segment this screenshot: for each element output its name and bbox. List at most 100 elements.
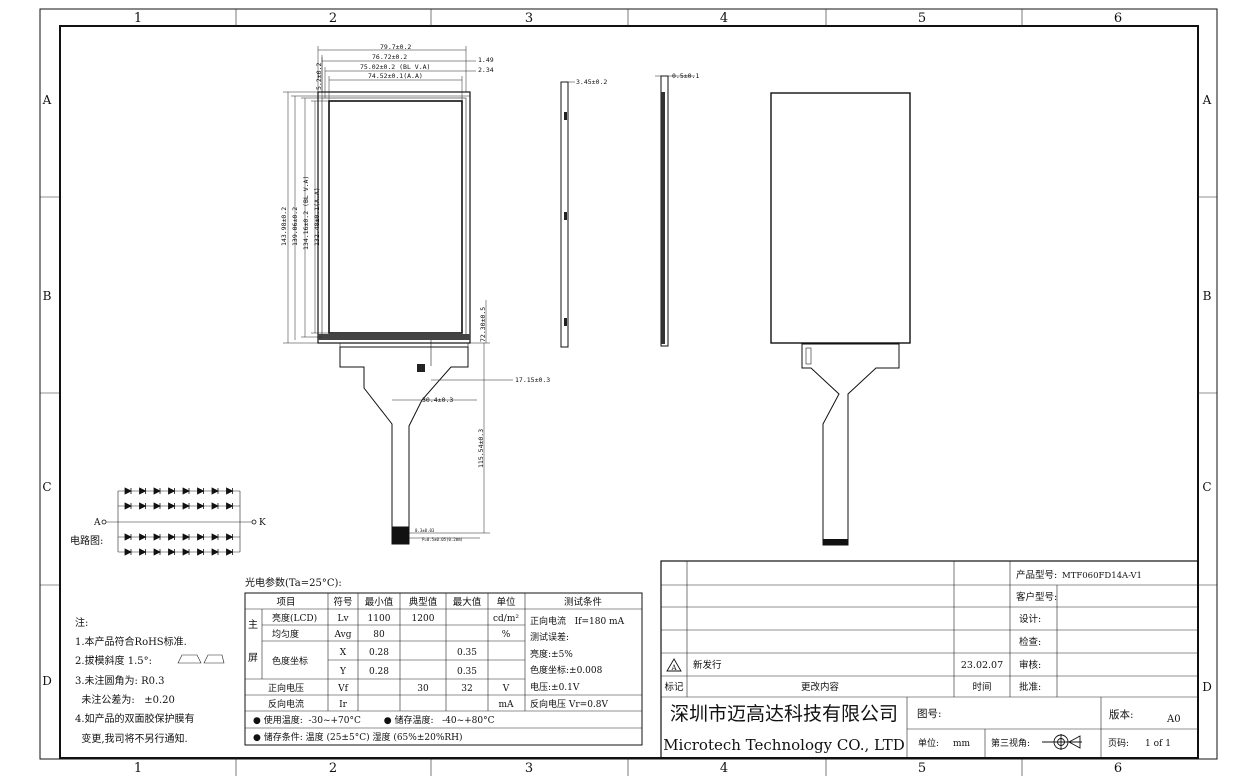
customer-model-label: 客户型号: — [1016, 591, 1057, 603]
notes-title: 注: — [75, 616, 88, 629]
version-value: A0 — [1166, 714, 1181, 725]
dim-label: 79.7±0.2 — [380, 43, 411, 51]
fpc-contacts — [392, 527, 409, 544]
note-item: 变更,我司将不另行通知. — [75, 732, 188, 745]
dim-label: 3.45±0.2 — [576, 78, 607, 86]
fpc-outline — [339, 346, 469, 534]
led-diode-icon — [211, 502, 219, 510]
table-cell: 色度坐标 — [272, 655, 308, 667]
back-fpc-contacts — [823, 539, 848, 545]
dim-label: 5.2±0.2 — [315, 63, 323, 90]
dim-label: 75.02±0.2 (BL V.A) — [360, 63, 430, 71]
dim-label: 2.34 — [478, 66, 494, 74]
led-diode-icon — [153, 548, 161, 556]
page-value: 1 of 1 — [1145, 739, 1171, 749]
led-diode-icon — [168, 548, 176, 556]
optical-table-title: 光电参数(Ta=25°C): — [245, 576, 342, 589]
dim-label: 74.52±0.1(A.A) — [368, 72, 423, 80]
dim-label: 132.48±0.1(A.A) — [313, 187, 321, 246]
led-diode-icon — [124, 533, 132, 541]
led-diode-icon — [168, 533, 176, 541]
col-label: 1 — [134, 761, 142, 776]
condition-line: 反向电压 Vr=0.8V — [530, 698, 609, 710]
led-diode-icon — [182, 502, 190, 510]
table-cell: 0.35 — [457, 667, 477, 677]
row-label: D — [1202, 680, 1212, 694]
led-diode-icon — [226, 487, 234, 495]
row-label: B — [43, 289, 52, 303]
table-header: 最大值 — [453, 596, 482, 608]
third-angle-projection-icon — [1042, 734, 1082, 750]
dim-label: 76.72±0.2 — [372, 53, 407, 61]
row-label: D — [42, 674, 52, 688]
back-view — [770, 92, 911, 546]
led-diode-icon — [226, 548, 234, 556]
bottom-ledge — [318, 334, 470, 340]
dim-label: P=0.5±0.05(0.2mm) — [422, 537, 463, 542]
page-label: 页码: — [1108, 738, 1129, 749]
dim-label: 0.3±0.03 — [415, 528, 435, 533]
condition-line: 电压:±0.1V — [530, 681, 580, 693]
table-header: 最小值 — [365, 596, 394, 608]
dim-label: 115.54±0.3 — [477, 429, 485, 468]
col-label: 3 — [525, 11, 533, 26]
column-labels-top: 1 2 3 4 5 6 — [134, 11, 1122, 26]
column-labels-bottom: 1 2 3 4 5 6 — [134, 761, 1122, 776]
col-mark-header: 标记 — [664, 681, 684, 693]
table-footer: ● 储存条件: 温度 (25±5°C) 湿度 (65%±20%RH) — [253, 731, 463, 743]
product-model-label: 产品型号: — [1016, 569, 1057, 581]
company-name-en: Microtech Technology CO., LTD — [663, 736, 905, 754]
table-cell: Avg — [334, 630, 352, 640]
version-label: 版本: — [1109, 708, 1134, 721]
table-cell: 反向电流 — [268, 698, 304, 710]
dim-label: 134.16±0.2 (BL V.A) — [302, 176, 310, 250]
led-diode-icon — [139, 487, 147, 495]
table-cell: 亮度(LCD) — [272, 612, 317, 624]
check-label: 检查: — [1019, 636, 1041, 648]
led-diode-icon — [153, 487, 161, 495]
note-item: 3.未注圆角为: R0.3 — [75, 674, 165, 687]
table-header: 单位 — [496, 596, 516, 608]
led-diode-icon — [168, 487, 176, 495]
circuit-title: 电路图: — [70, 534, 103, 547]
led-diode-icon — [168, 502, 176, 510]
optical-table: 光电参数(Ta=25°C): 项目 符号 最小值 典型值 最大值 单位 — [244, 576, 643, 746]
fpc-component — [417, 364, 425, 372]
dim-label: 139.06±0.2 — [291, 207, 299, 246]
group-label: 主 — [248, 619, 258, 631]
led-diode-icon — [197, 533, 205, 541]
led-diode-icon — [139, 548, 147, 556]
svg-text:A: A — [670, 664, 677, 672]
revision-date: 23.02.07 — [961, 660, 1003, 671]
revision-desc: 新发行 — [693, 659, 722, 671]
table-cell: Ir — [339, 700, 348, 710]
led-diode-icon — [124, 502, 132, 510]
led-diode-icon — [226, 502, 234, 510]
led-circuit: A K 电路图: — [70, 487, 266, 556]
front-view: 79.7±0.2 76.72±0.2 75.02±0.2 (BL V.A) 74… — [280, 43, 550, 545]
table-header: 典型值 — [409, 596, 438, 608]
led-diode-icon — [153, 533, 161, 541]
led-diode-icon — [211, 548, 219, 556]
led-diode-icon — [182, 487, 190, 495]
table-cell: 0.35 — [457, 648, 477, 658]
zone-ticks — [40, 9, 1217, 776]
col-label: 5 — [918, 11, 926, 26]
dim-label: 0.5±0.1 — [672, 72, 699, 80]
table-cell: 1100 — [368, 614, 391, 624]
row-label: A — [42, 93, 52, 107]
led-diode-icon — [139, 502, 147, 510]
table-cell: Y — [339, 667, 347, 677]
active-area — [328, 100, 463, 334]
note-item: 1.本产品符合RoHS标准. — [75, 635, 187, 648]
col-change-header: 更改内容 — [801, 681, 840, 693]
company-name-cn: 深圳市迈高达科技有限公司 — [670, 703, 898, 725]
module-outline — [317, 91, 471, 344]
side-view-1: 3.45±0.2 — [560, 78, 607, 348]
product-model: MTF060FD14A-V1 — [1062, 571, 1142, 581]
table-cell: Vf — [337, 684, 348, 694]
table-cell: 80 — [373, 630, 385, 640]
col-label: 1 — [134, 11, 142, 26]
led-diode-icon — [124, 548, 132, 556]
row-label: C — [42, 480, 51, 494]
